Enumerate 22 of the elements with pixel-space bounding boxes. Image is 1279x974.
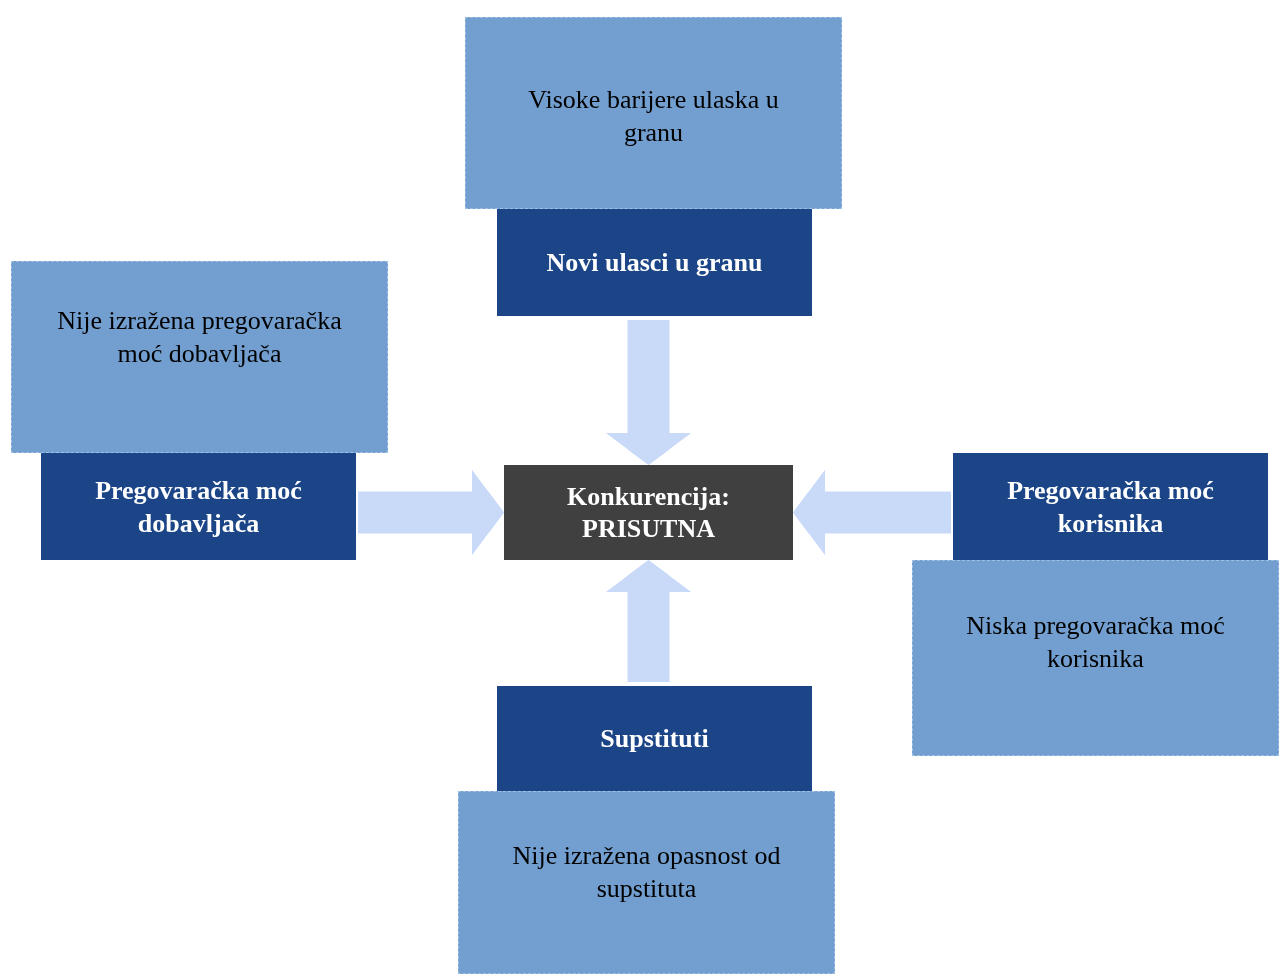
note-box [11,261,388,453]
block-arrow [605,560,692,682]
note-text: Nije izražena pregovaračka moć dobavljača [56,305,343,370]
block-arrow [605,320,692,465]
note-box [458,791,835,974]
note-box [912,560,1279,756]
force-box [953,453,1268,560]
force-label: Pregovaračka moć dobavljača [94,474,303,540]
force-label: Pregovaračka moć korisnika [1006,474,1215,540]
force-box [497,686,812,791]
force-label: Konkurencija: PRISUTNA [566,480,731,545]
force-box [497,209,812,316]
force-label: Supstituti [600,723,709,755]
note-text: Visoke barijere ulaska u granu [527,84,780,149]
note-box [465,17,842,209]
force-label: Novi ulasci u granu [546,247,763,279]
force-box [41,453,356,560]
note-text: Niska pregovaračka moć korisnika [965,610,1226,675]
note-text: Nije izražena opasnost od supstituta [511,840,782,905]
block-arrow [793,469,951,556]
block-arrow [358,469,504,556]
center-box [504,465,793,560]
